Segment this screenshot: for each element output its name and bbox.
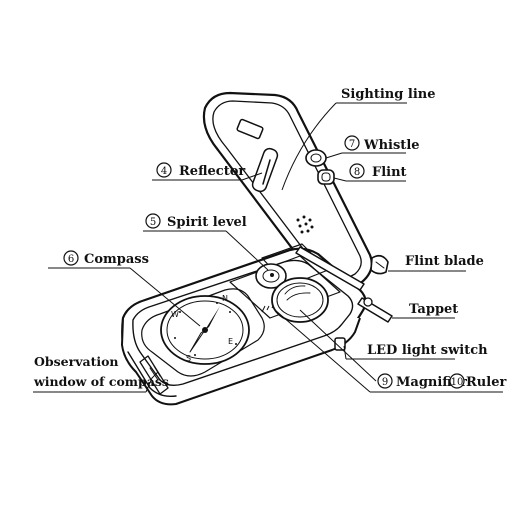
observation-window <box>139 355 169 395</box>
tappet-lever <box>357 297 393 323</box>
label-flint: 8 Flint <box>333 163 407 182</box>
magnifier-lens-icon <box>271 277 329 323</box>
ruler-number: 10 <box>451 377 464 388</box>
compass-text: Compass <box>84 252 149 267</box>
observation-text-line2: window of compass <box>33 374 169 389</box>
whistle-icon <box>305 149 327 167</box>
device-drawing: N E S W <box>121 91 393 406</box>
label-tappet: Tappet <box>392 302 458 319</box>
magnifier-number: 9 <box>382 377 388 388</box>
spirit-level-icon <box>255 263 287 289</box>
label-reflector: 4 Reflector <box>152 162 263 181</box>
magnifier-text: Magnifier <box>396 375 467 390</box>
compass-letter-e: E <box>228 337 233 346</box>
speaker-holes <box>296 215 314 234</box>
led-switch-button <box>334 337 346 351</box>
flint-icon <box>317 169 335 185</box>
label-ruler: 10 Ruler <box>274 309 506 393</box>
whistle-text: Whistle <box>363 138 420 153</box>
label-flint-blade: Flint blade <box>388 254 484 272</box>
lid-hinge-tab <box>236 118 264 140</box>
compass-number: 6 <box>68 254 74 265</box>
label-spirit-level: 5 Spirit level <box>143 213 269 271</box>
ruler-text: Ruler <box>466 375 506 390</box>
flint-number: 8 <box>354 167 360 178</box>
tappet-text: Tappet <box>409 302 458 317</box>
lid <box>202 91 389 295</box>
flint-blade <box>370 254 389 275</box>
spirit-level-number: 5 <box>150 217 156 228</box>
reflector-text: Reflector <box>179 164 245 179</box>
flint-text: Flint <box>372 165 407 180</box>
compass-dial-icon: N E S W <box>160 294 250 365</box>
led-switch-text: LED light switch <box>367 343 488 358</box>
compass-letter-s: S <box>186 354 191 363</box>
observation-text-line1: Observation <box>34 354 119 369</box>
label-sighting-line: Sighting line <box>281 87 435 191</box>
flint-blade-text: Flint blade <box>405 254 484 269</box>
compass-letter-w: W <box>171 310 179 319</box>
sighting-line-text: Sighting line <box>341 87 435 102</box>
label-led-switch: LED light switch <box>343 343 488 360</box>
reflector-number: 4 <box>161 166 167 177</box>
compass-letter-n: N <box>222 294 228 303</box>
reflector-mirror <box>251 147 279 193</box>
label-whistle: 7 Whistle <box>325 135 420 159</box>
spirit-level-text: Spirit level <box>167 215 247 230</box>
label-magnifier: 9 Magnifier <box>299 309 467 390</box>
whistle-number: 7 <box>349 139 355 150</box>
label-observation-window: Observation window of compass <box>33 354 169 393</box>
label-compass: 6 Compass <box>48 250 201 327</box>
